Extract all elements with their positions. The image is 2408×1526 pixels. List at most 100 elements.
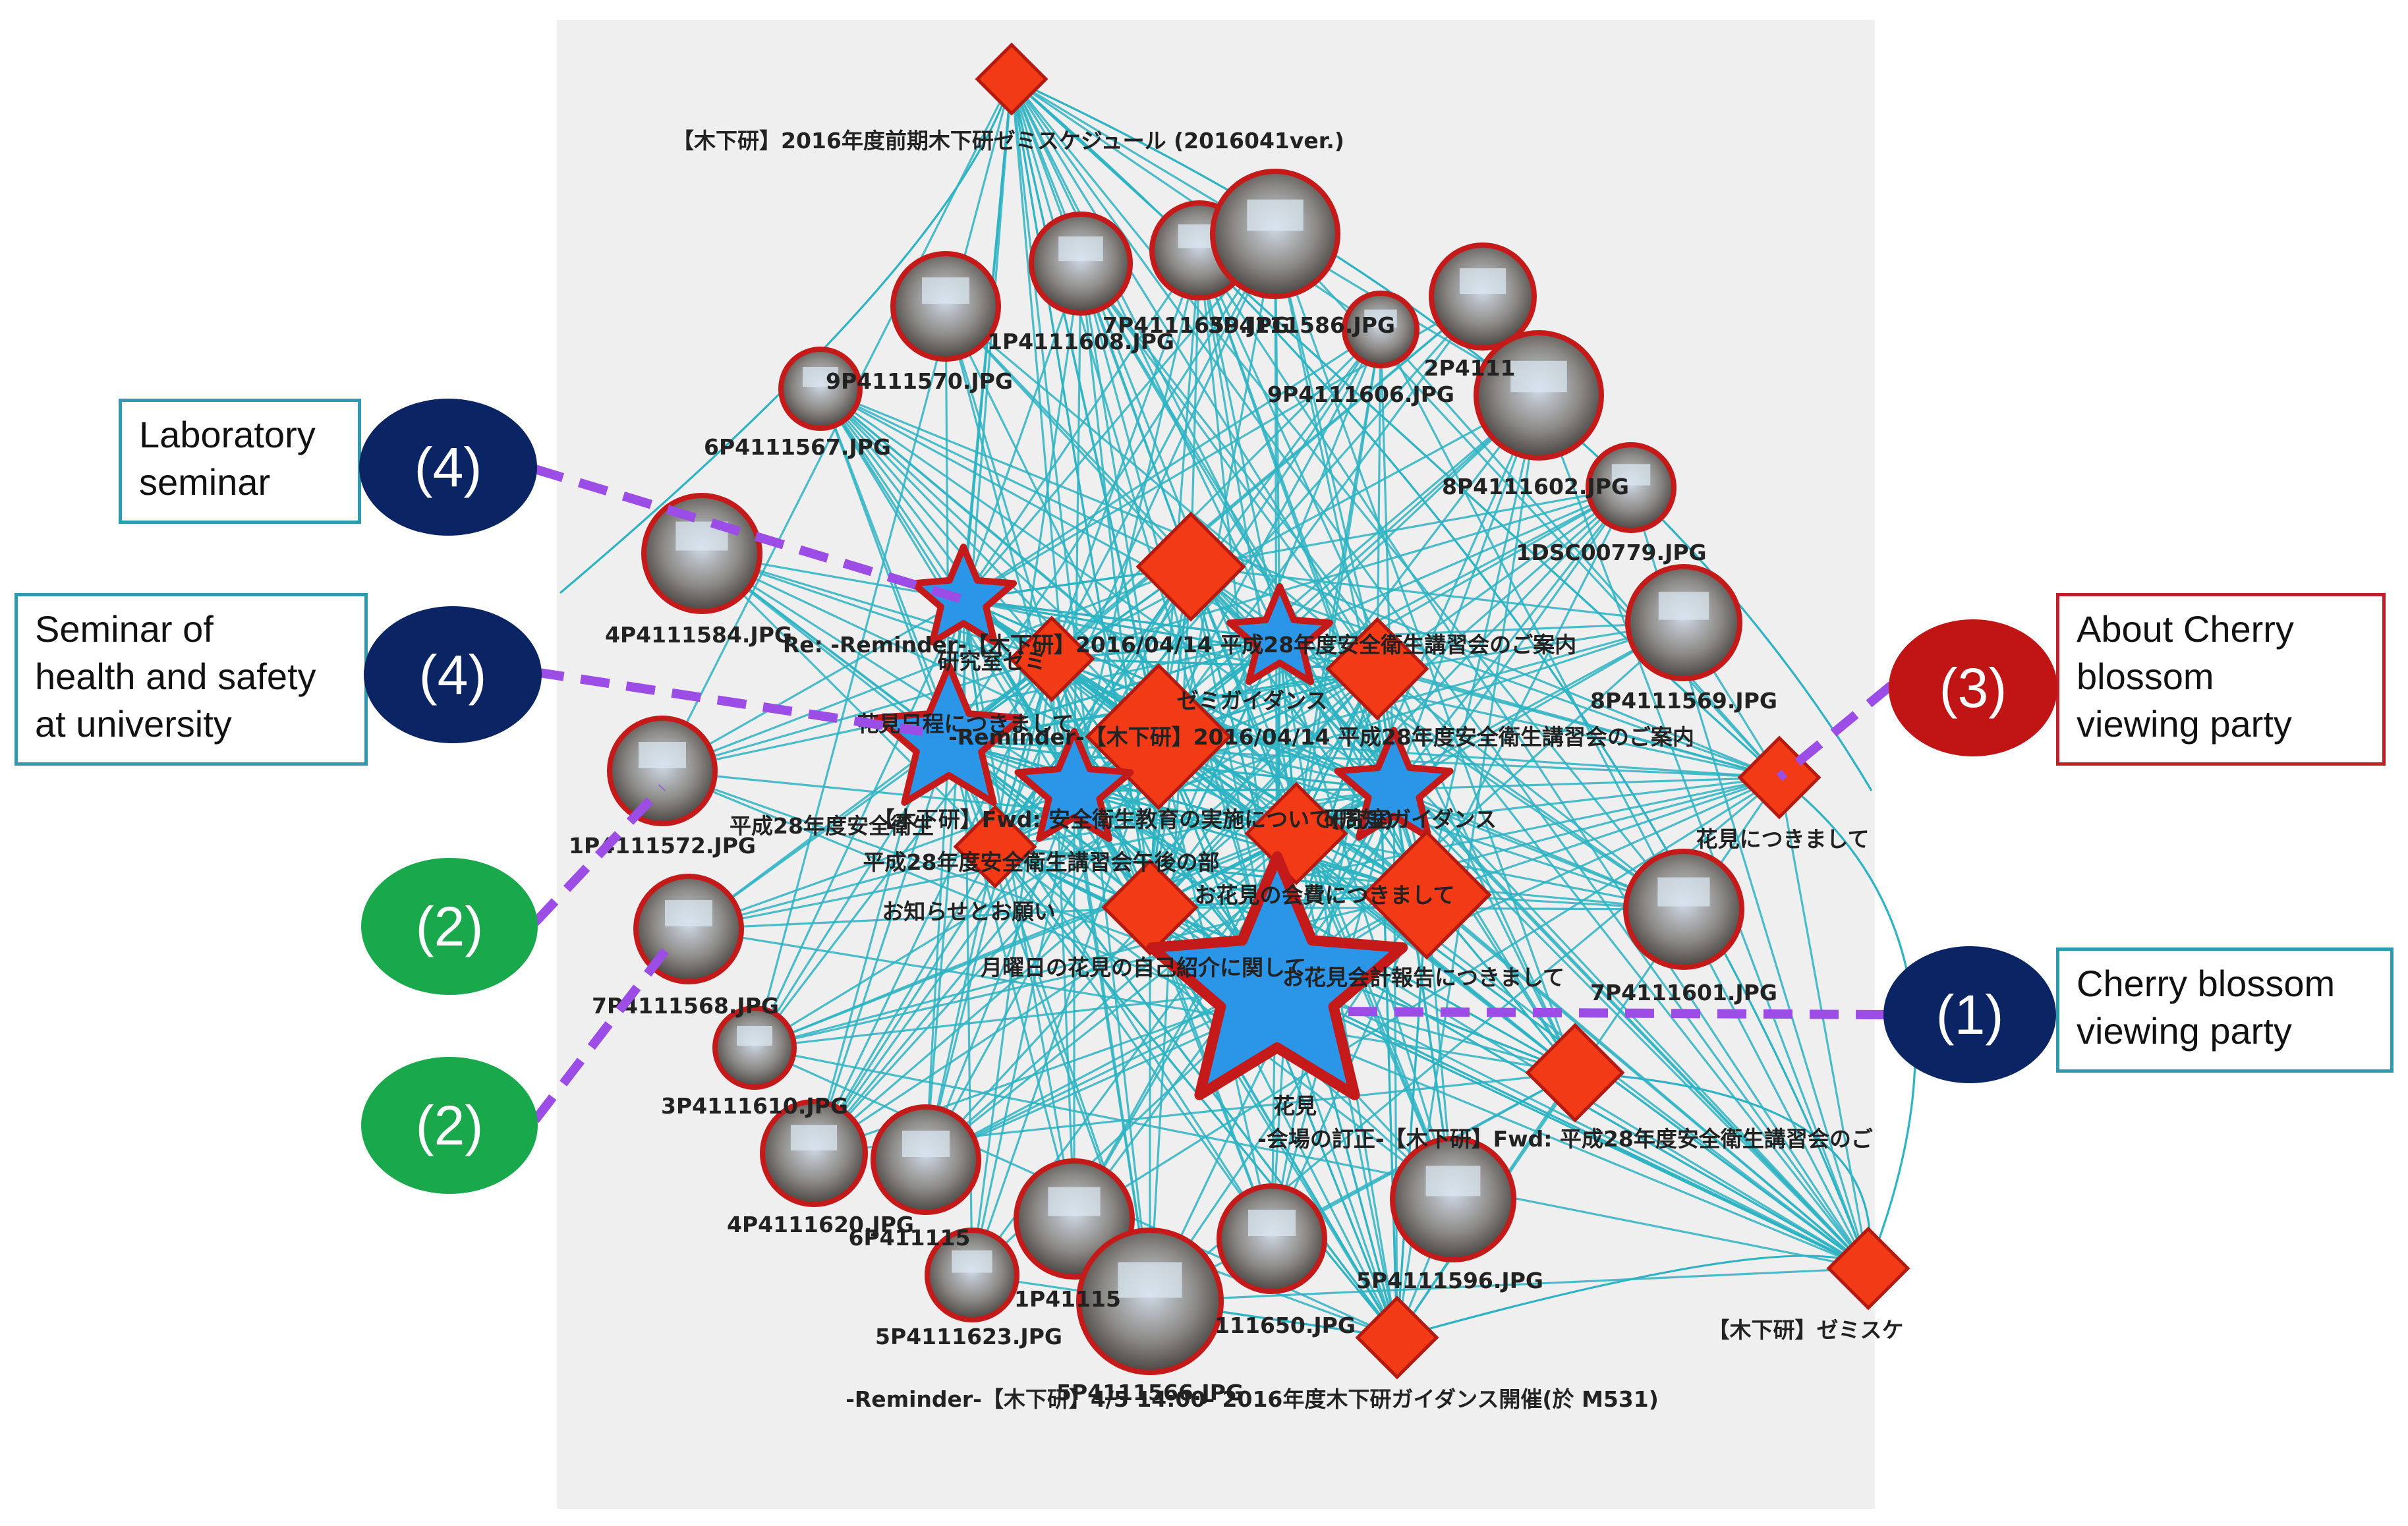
- edge: [925, 741, 950, 1160]
- edge: [971, 658, 1053, 1276]
- node-label: 111650.JPG: [1215, 1313, 1356, 1338]
- annotation-line: seminar: [139, 461, 271, 503]
- photo-node-disc: [712, 1005, 797, 1090]
- node-label: 2P4111: [1424, 355, 1516, 381]
- edge: [559, 78, 1013, 594]
- edge: [1050, 295, 1484, 660]
- edge: [754, 893, 1427, 1049]
- photo-node-p-8p4111569[interactable]: [1625, 564, 1742, 681]
- star-node-s-hanami-big[interactable]: [1146, 851, 1408, 1100]
- diamond-node-d-bottom[interactable]: [1355, 1295, 1439, 1380]
- extra-label: お花見会計報告につきまして: [1282, 965, 1564, 990]
- diamond-node-d-right-mid[interactable]: [1362, 830, 1492, 960]
- edge: [701, 552, 1297, 835]
- diamond-node-d-schedule[interactable]: [975, 42, 1048, 116]
- star-node-s-guidance[interactable]: [1226, 583, 1334, 685]
- annotation-box-cherry-blossom-party: Cherry blossom viewing party: [2056, 947, 2394, 1073]
- node-label: 5P4111623.JPG: [875, 1324, 1062, 1349]
- photo-node-p-5p4111596[interactable]: [1390, 1136, 1516, 1262]
- photo-node-p-9p4111606[interactable]: [1429, 242, 1537, 351]
- photo-screen: [1425, 1166, 1481, 1197]
- edge: [813, 658, 1053, 1154]
- photo-node-p-4p4111584[interactable]: [641, 493, 762, 614]
- edge: [1190, 565, 1684, 624]
- diamond-node-d-top-center[interactable]: [1135, 511, 1246, 622]
- node-label: 4P4111584.JPG: [605, 622, 792, 648]
- photo-node-p-1p4111608[interactable]: [1029, 212, 1133, 316]
- star-node-s-small-a[interactable]: [1014, 728, 1134, 842]
- diamond-node-d-re-reminder[interactable]: [1008, 615, 1095, 702]
- photo-node-p-4p4111620[interactable]: [760, 1099, 868, 1207]
- photo-node-p-8p4111602[interactable]: [1586, 442, 1677, 533]
- edge: [1010, 78, 1281, 640]
- photo-node-p-2p4111[interactable]: [1474, 330, 1604, 461]
- edge: [1079, 263, 1870, 1269]
- badge-2-upper: (2): [361, 858, 538, 995]
- photo-node-p-5p4111566[interactable]: [1076, 1228, 1224, 1375]
- star-node-s-lab-seminar[interactable]: [909, 544, 1018, 646]
- node-label: 7P4111601.JPG: [1590, 980, 1777, 1005]
- edge: [1079, 263, 1160, 737]
- photo-screen: [639, 742, 686, 768]
- edge: [688, 906, 1151, 930]
- star-node-s-hanami-tsuki[interactable]: [873, 662, 1025, 806]
- diamond-node-d-lower-mid[interactable]: [1101, 859, 1199, 956]
- photo-node-p-5p4111623[interactable]: [925, 1228, 1019, 1322]
- edge: [1376, 668, 1576, 1073]
- node-label: 3P4111610.JPG: [661, 1093, 848, 1119]
- edge: [1050, 328, 1382, 660]
- callout-dash-line: [1331, 1007, 1885, 1019]
- badge-2-lower: (2): [361, 1057, 538, 1194]
- photo-node-p-6p411115[interactable]: [871, 1104, 981, 1215]
- node-label: 1P4111608.JPG: [987, 329, 1174, 354]
- diamond-node-d-edge-right[interactable]: [1826, 1226, 1910, 1311]
- callout-dash-layer: [531, 465, 1895, 1123]
- diamond-node-d-lower-right[interactable]: [1525, 1023, 1625, 1123]
- photo-node-p-9p4111570[interactable]: [890, 251, 1001, 362]
- node-label: 7P4111659.JPG: [1103, 312, 1290, 338]
- photo-node-p-3p4111586[interactable]: [1210, 169, 1340, 299]
- callout-dash-line: [534, 667, 924, 736]
- annotation-line: Seminar of: [35, 608, 214, 650]
- edge: [820, 387, 1394, 791]
- edge: [701, 552, 1075, 792]
- edge: [1278, 638, 1454, 1200]
- photo-node-p-1p4111572[interactable]: [607, 716, 718, 826]
- edge: [1279, 486, 1632, 640]
- photo-screen: [790, 1125, 838, 1151]
- photo-node-p-top-left[interactable]: [778, 347, 863, 431]
- photo-node-disc: [1210, 169, 1340, 299]
- photo-screen: [922, 277, 969, 304]
- annotation-line: blossom: [2077, 656, 2214, 697]
- diamond-node-d-left-mid[interactable]: [953, 805, 1037, 889]
- edge: [1149, 638, 1281, 908]
- edge: [1778, 777, 1870, 1269]
- node-label: 6P4111567.JPG: [704, 434, 891, 460]
- photo-node-p-7p4111601[interactable]: [1623, 849, 1744, 970]
- star-node-s-small-b[interactable]: [1334, 727, 1454, 841]
- edge: [1274, 233, 1379, 669]
- photo-node-disc: [1474, 330, 1604, 461]
- diamond-node-d-right-upper[interactable]: [1325, 617, 1429, 721]
- photo-node-p-3p4111610[interactable]: [712, 1005, 797, 1090]
- photo-node-p-tall[interactable]: [1342, 291, 1419, 368]
- edge: [813, 846, 996, 1154]
- edge: [1393, 776, 1780, 791]
- photo-screen: [1657, 877, 1710, 907]
- node-label: 9P4111570.JPG: [826, 368, 1013, 394]
- photo-node-disc: [1029, 212, 1133, 316]
- edge: [1376, 329, 1382, 669]
- node-label: 花見: [1273, 1093, 1317, 1119]
- node-layer: [607, 42, 1910, 1380]
- node-label: 6P411115: [849, 1225, 971, 1251]
- edge: [1379, 329, 1870, 1269]
- edge: [819, 388, 965, 600]
- photo-screen: [1364, 309, 1397, 328]
- photo-node-p-111650[interactable]: [1217, 1183, 1327, 1294]
- node-label: 平成28年度安全衛生講習会午後の部: [863, 849, 1220, 875]
- edge: [994, 788, 1394, 848]
- annotation-line: health and safety: [35, 656, 316, 697]
- extra-label: 平成28年度安全衛生: [730, 813, 934, 839]
- annotation-box-about-cherry-blossom: About Cherry blossom viewing party: [2056, 593, 2386, 766]
